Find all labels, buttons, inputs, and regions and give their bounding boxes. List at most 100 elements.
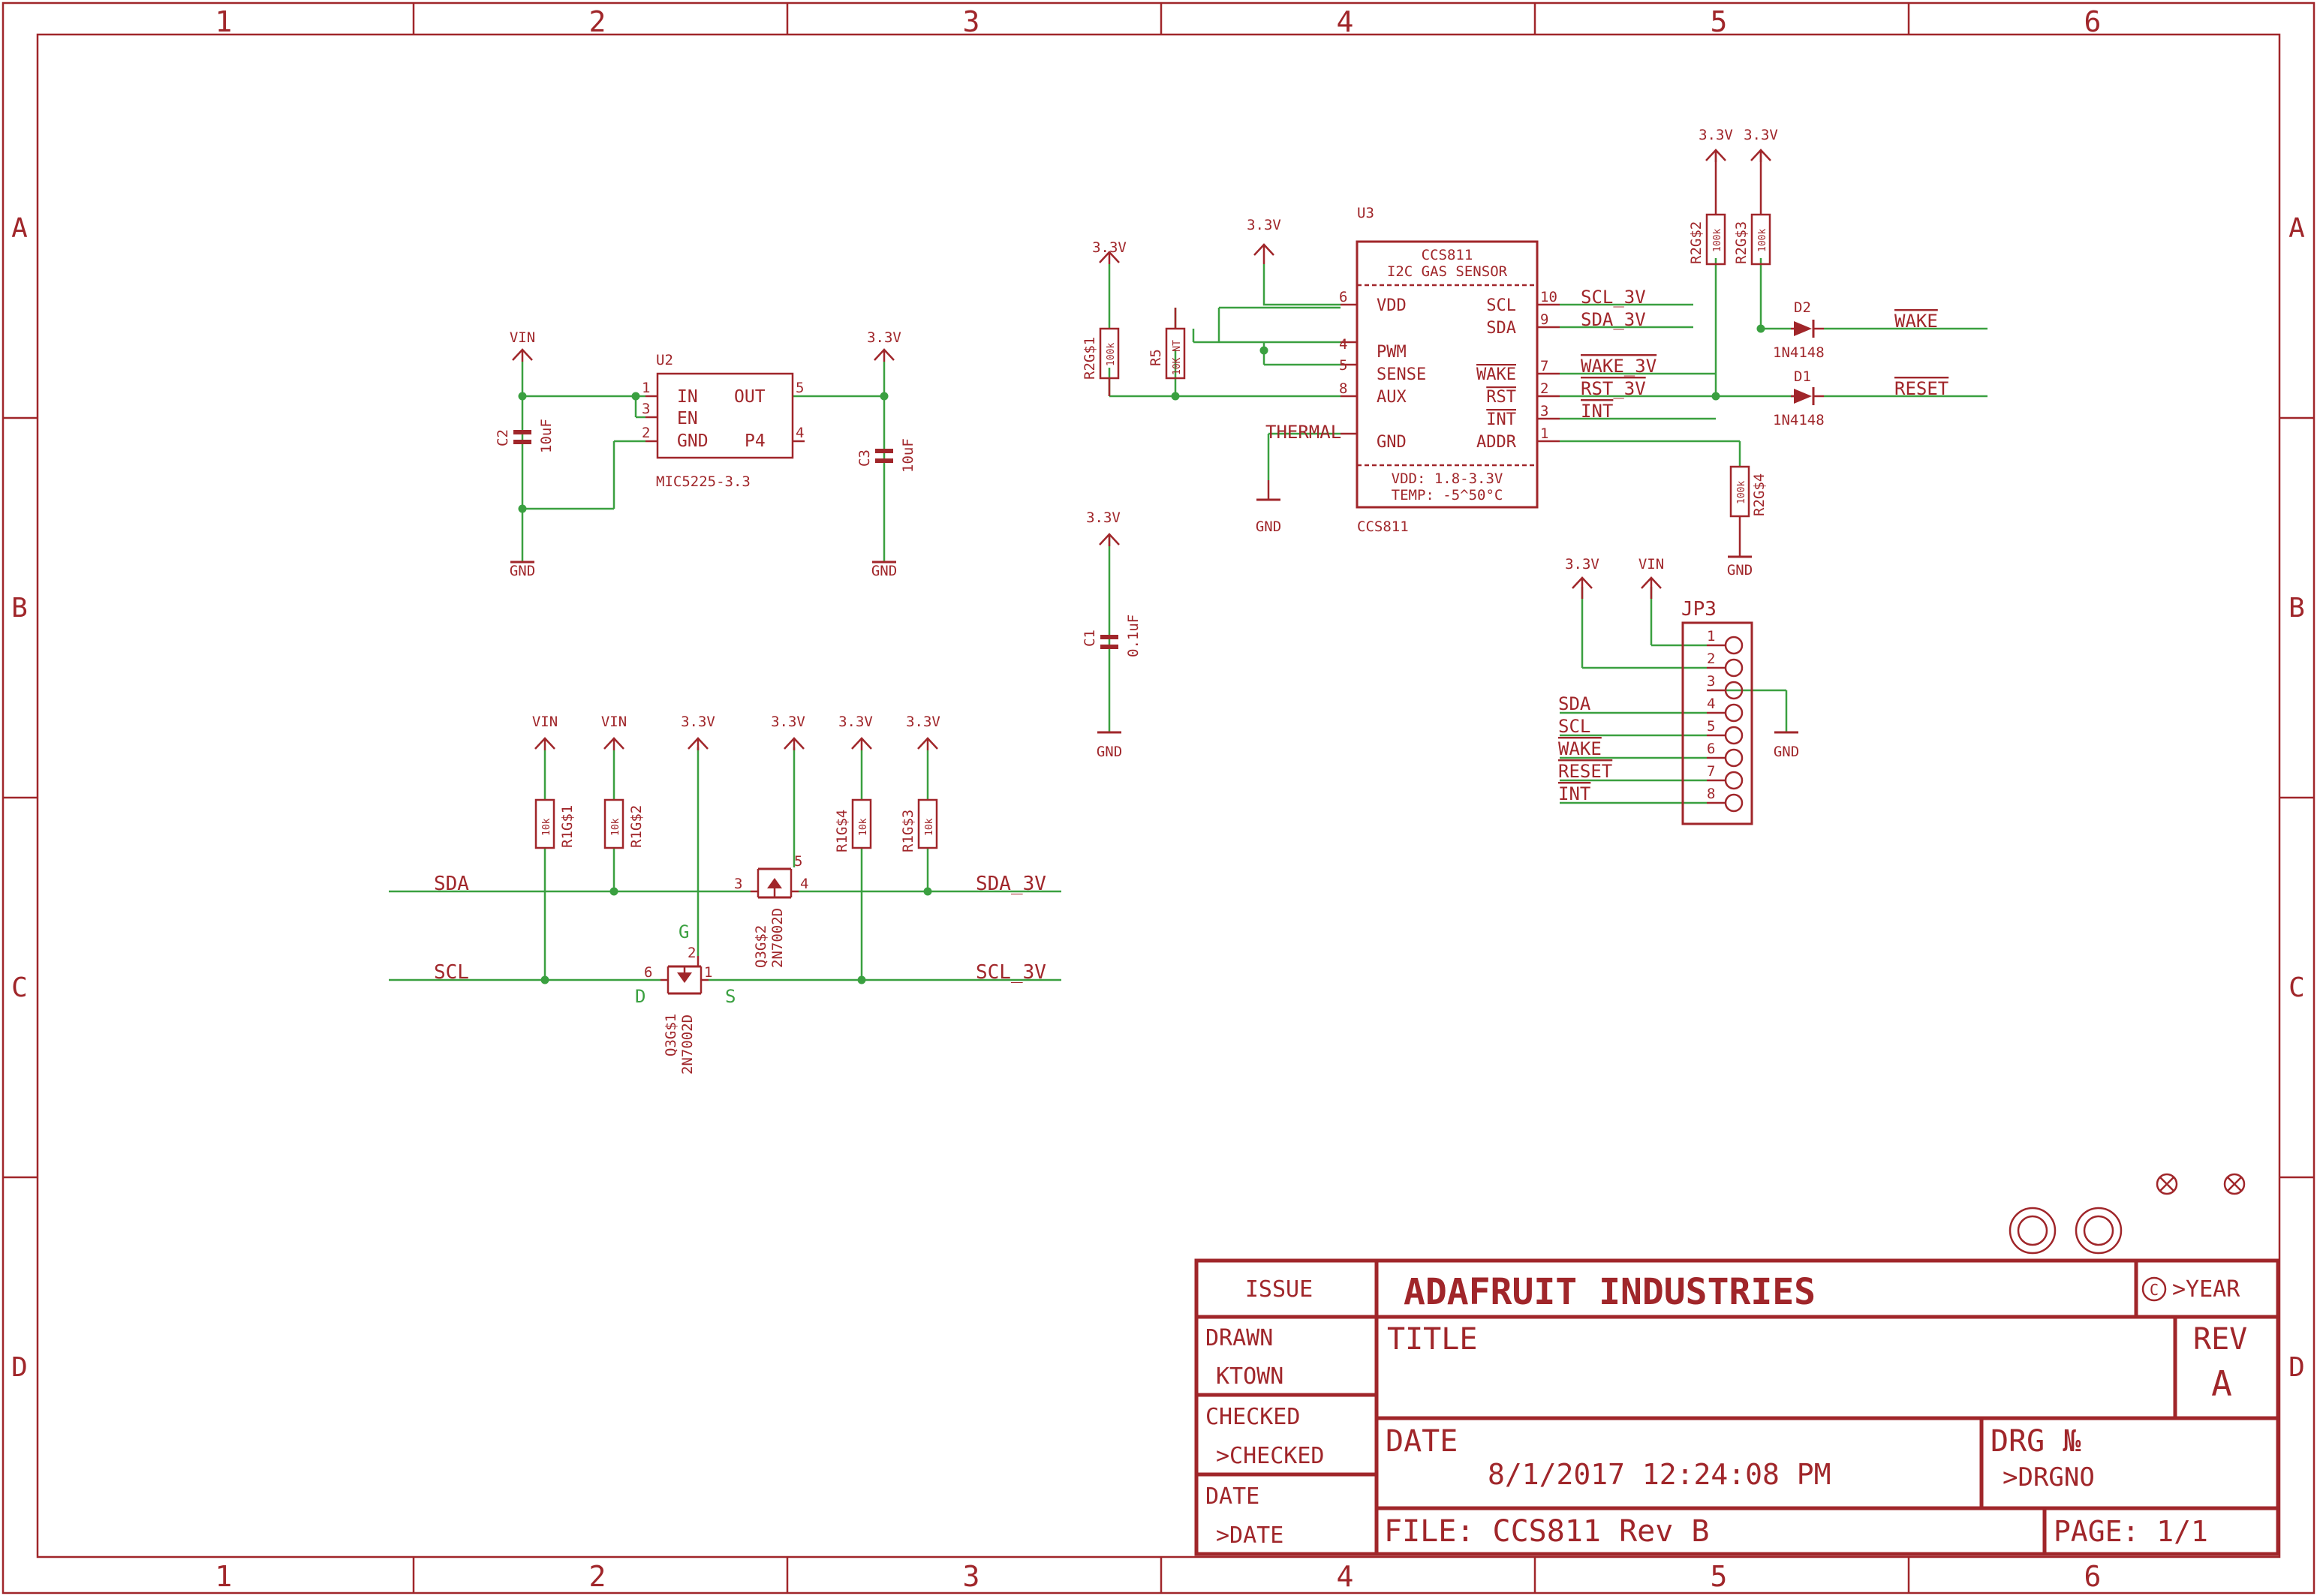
u3-pin-scl: SCL [1486,296,1516,315]
fiducials [2009,1173,2246,1255]
supply-arrow-icon [874,348,895,362]
pin-number: 9 [1540,311,1548,328]
issue-label: ISSUE [1245,1276,1313,1303]
u2-pin-in: IN [677,387,698,407]
capacitor-plate [1100,635,1118,639]
supply-arrow-icon [851,737,872,750]
u2-pin-en: EN [677,409,698,428]
c1-ref: C1 [1082,630,1098,647]
r1g3-ref: R1G$3 [900,810,916,852]
mounting-hole-icon [2009,1207,2057,1255]
pin-number: 4 [1339,336,1347,353]
drawn-value: KTOWN [1216,1363,1283,1390]
net-label-thermal: THERMAL [1265,422,1341,443]
u3-pin-sda: SDA [1486,319,1516,338]
u3-pin-wake: WAKE [1476,365,1516,384]
col-label: 1 [215,5,233,38]
resistor-r1g4 [851,798,872,849]
col-label: 2 [589,1560,606,1593]
r1g1-value: 10k [541,818,552,836]
capacitor-c2 [513,430,531,444]
r2g2-value: 100k [1712,229,1723,252]
mosfet-diode-icon [677,972,692,983]
row-label: A [11,213,28,244]
net-label-reset: RESET [1894,378,1948,399]
net-label-gnd: GND [1727,562,1753,579]
u3-title-1: CCS811 [1422,247,1473,263]
pin-number: 8 [1707,786,1715,802]
r1g3-value: 10k [924,818,935,836]
u2-pin-gnd: GND [677,431,709,451]
file-label: FILE: CCS811 Rev B [1384,1514,1709,1549]
level-shifter-wires [389,747,1061,981]
pin-number: 2 [642,425,650,441]
u3-pin-sense: SENSE [1377,365,1426,384]
jp3-label-wake: WAKE [1558,738,1602,759]
net-label-wake-3v: WAKE_3V [1581,356,1657,377]
sensor-wires [1108,258,1988,480]
drg-label: DRG № [1991,1424,2081,1459]
u3-part: CCS811 [1357,518,1409,535]
pin-number: 3 [1707,673,1715,690]
level-shifter-section: VIN VIN 3.3V 3.3V 3.3V 3.3V SDA SCL SDA_… [389,714,1061,1075]
title-block: C ISSUE ADAFRUIT INDUSTRIES >YEAR TITLE … [1194,1258,2280,1556]
net-label-sda-3v: SDA_3V [976,873,1046,895]
gate-label: G [679,921,689,942]
pin-number: 3 [1540,403,1548,419]
col-label: 6 [2084,5,2102,38]
pin-number: 4 [800,876,808,892]
pin-number: 1 [1540,425,1548,442]
net-label-int: INT [1581,401,1613,422]
u3-pin-pwm: PWM [1377,343,1407,362]
vin-arrow-icon [512,348,533,362]
col-label: 3 [963,5,980,38]
row-label: A [2288,213,2305,244]
r2g3-ref: R2G$3 [1733,221,1750,264]
supply-arrow-icon [784,737,805,750]
checked-label: CHECKED [1205,1404,1300,1430]
regulator-section: VIN 3.3V GND GND U2 MIC5225-3.3 IN EN GN… [495,329,916,579]
mounting-hole-icon [2075,1207,2123,1255]
q1-ref: Q3G$1 [663,1014,679,1056]
net-label-3v3: 3.3V [1086,509,1121,526]
mosfet-diode-icon [767,878,782,888]
net-label-3v3: 3.3V [1247,217,1281,233]
r2g4-value: 100k [1736,481,1747,504]
net-label-vin: VIN [1638,556,1664,573]
diode-d1-icon [1794,389,1812,404]
u2-ref: U2 [656,352,673,368]
r5-ref: R5 [1148,349,1164,366]
q1-part: 2N7002D [679,1014,696,1075]
pin-number: 3 [734,876,742,892]
net-label-gnd: GND [1774,744,1799,760]
sensor-section: U3 CCS811 CCS811 I2C GAS SENSOR VDD: 1.8… [1082,127,1988,579]
supply-arrow-icon [1099,251,1120,264]
pin-number: 7 [1540,358,1548,374]
r1g1-ref: R1G$1 [559,805,576,848]
net-label-vin: VIN [532,714,558,730]
fiducial-icon [2223,1173,2246,1195]
supply-arrow-icon [1572,576,1593,599]
vin-arrow-icon [534,737,555,750]
r1g2-ref: R1G$2 [628,805,645,848]
resistor-r1g2 [603,798,624,849]
regulator-wires [521,362,886,562]
decoupling-c1: 3.3V GND C1 0.1uF [1082,509,1142,760]
net-label-gnd: GND [510,563,535,579]
u3-note-1: VDD: 1.8-3.3V [1392,470,1503,487]
row-label: C [2288,972,2305,1003]
net-label-3v3: 3.3V [1744,127,1778,143]
net-label-3v3: 3.3V [771,714,805,730]
jp3-ref: JP3 [1681,598,1717,621]
u3-pin-int: INT [1486,410,1516,429]
pin-number: 6 [1707,741,1715,757]
jp3-pin-hole [1724,636,1744,655]
mosfet-q2 [751,867,799,899]
net-label-wake: WAKE [1894,311,1938,332]
c2-ref: C2 [495,429,511,446]
col-label: 1 [215,1560,233,1593]
jp3-label-reset: RESET [1558,761,1612,782]
jp3-label-scl: SCL [1558,716,1590,737]
checked-value: >CHECKED [1216,1443,1325,1469]
